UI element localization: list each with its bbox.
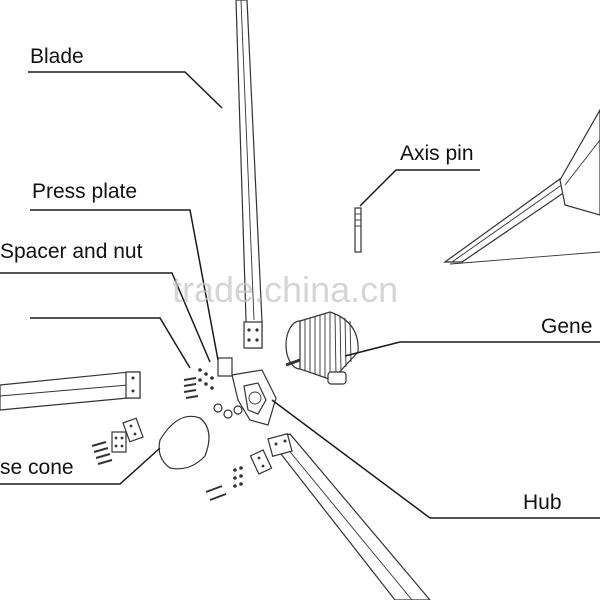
press-plates <box>111 417 273 475</box>
watermark-text: trade.china.cn <box>172 269 398 310</box>
label-hub: Hub <box>523 491 562 514</box>
label-generator: Gene <box>541 315 592 338</box>
label-press-plate: Press plate <box>32 180 137 203</box>
leader-lines <box>0 71 600 519</box>
blade-bottom-right <box>267 432 431 600</box>
bolts <box>91 377 227 501</box>
hub <box>217 357 277 426</box>
blade-left <box>0 371 141 411</box>
spacers-and-nuts <box>198 368 243 488</box>
nose-cone <box>158 415 210 470</box>
generator <box>285 311 359 385</box>
label-spacer-and-nut: Spacer and nut <box>0 240 143 263</box>
label-blade: Blade <box>30 45 84 68</box>
label-axis-pin: Axis pin <box>400 142 474 165</box>
label-nose-cone: se cone <box>0 456 74 479</box>
blade-top <box>235 0 263 349</box>
axis-pin <box>354 207 362 253</box>
tail-vane <box>443 108 600 265</box>
